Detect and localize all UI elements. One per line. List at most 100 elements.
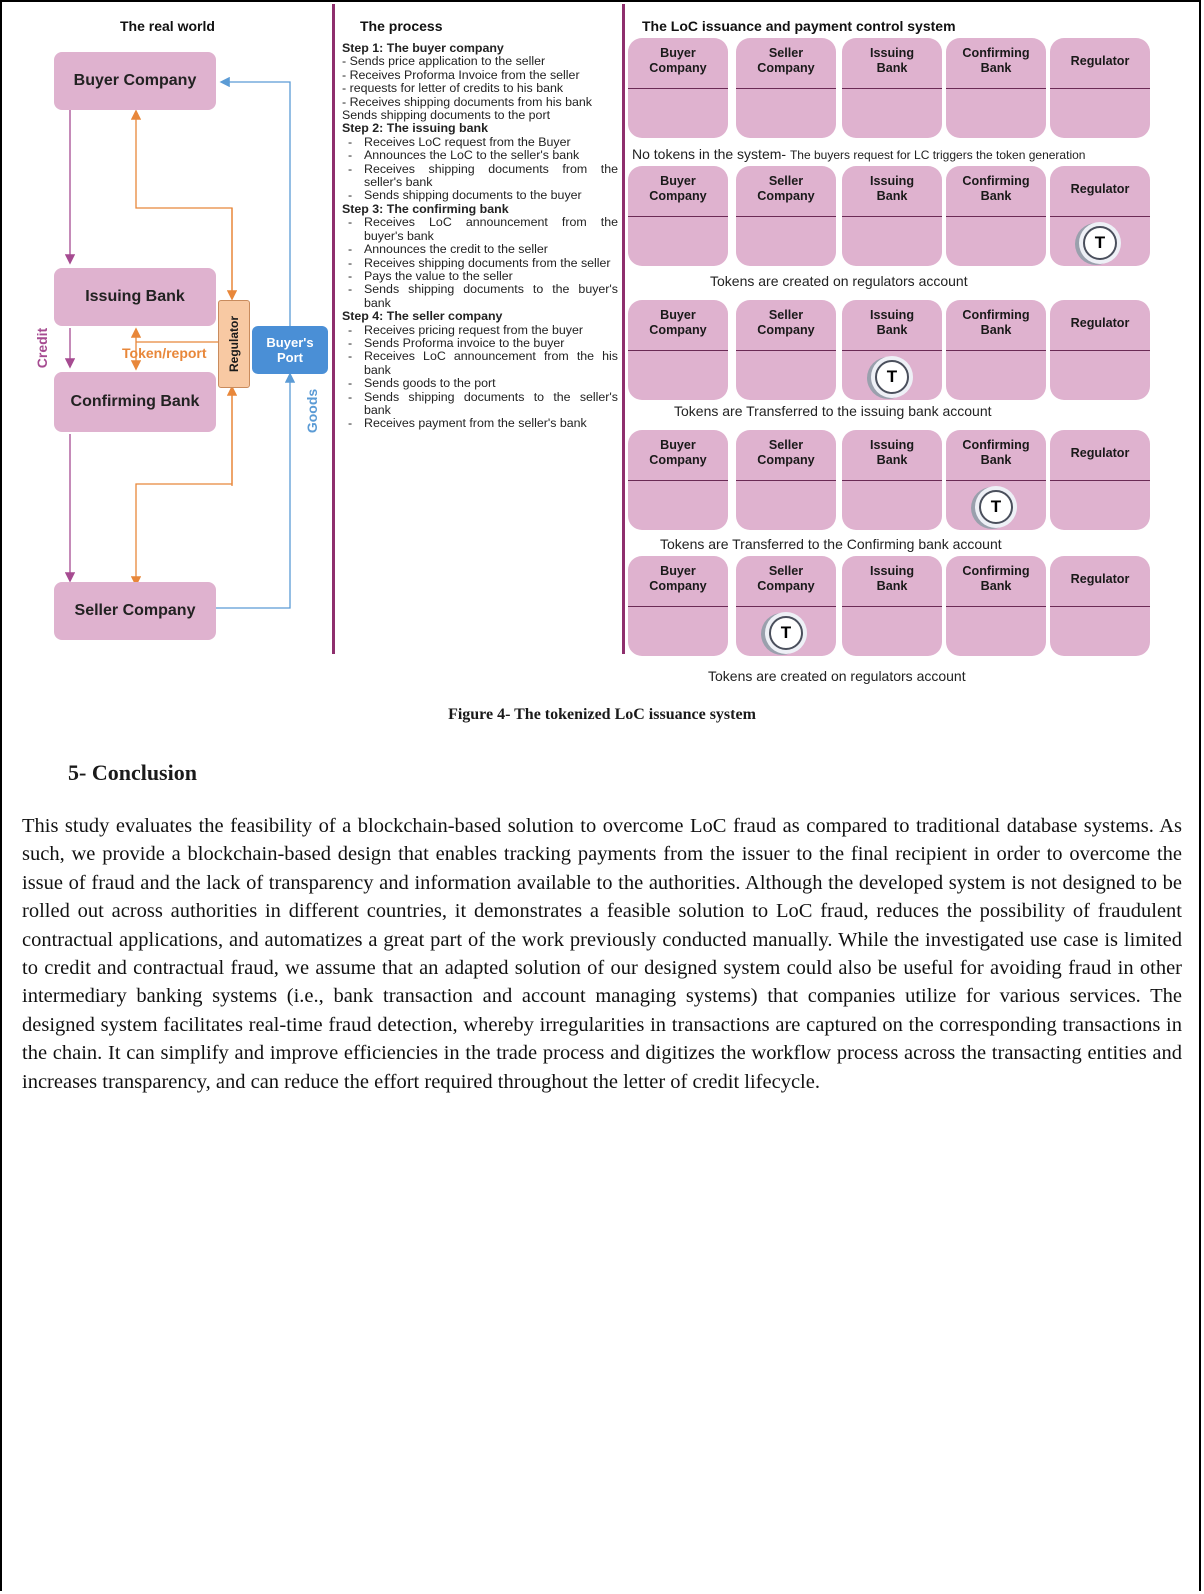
account-card-label: Issuing Bank	[869, 438, 915, 467]
account-card-divider	[1050, 216, 1150, 217]
account-card: Buyer Company	[628, 556, 728, 656]
step-2-title: Step 2: The issuing bank	[342, 121, 488, 136]
account-card-label: Buyer Company	[649, 308, 707, 337]
account-card-divider	[842, 480, 942, 481]
account-card-divider	[628, 216, 728, 217]
step-2-item: Announces the LoC to the seller's bank	[342, 148, 618, 163]
account-card: Issuing Bank	[842, 166, 942, 266]
step-4-item: Receives payment from the seller's bank	[342, 416, 618, 431]
column-separator	[332, 4, 335, 654]
step-3-title: Step 3: The confirming bank	[342, 201, 509, 216]
account-card: Seller Company	[736, 300, 836, 400]
row-5-caption: Tokens are created on regulators account	[708, 668, 966, 684]
step-4-title: Step 4: The seller company	[342, 309, 503, 324]
section-title: 5- Conclusion	[68, 760, 197, 785]
account-card-label: Buyer Company	[649, 174, 707, 203]
buyers-port-line1: Buyer's	[266, 335, 314, 350]
account-card: Buyer Company	[628, 430, 728, 530]
account-card-label: Buyer Company	[649, 438, 707, 467]
step-3-item: Sends shipping documents to the buyer's …	[342, 283, 618, 310]
buyer-company-box: Buyer Company	[54, 52, 216, 110]
account-card-label: Seller Company	[757, 308, 815, 337]
account-card-label: Seller Company	[757, 46, 815, 75]
account-card: Confirming Bank	[946, 556, 1046, 656]
account-card-divider	[946, 350, 1046, 351]
account-card-divider	[1050, 606, 1150, 607]
account-card: Confirming Bank	[946, 300, 1046, 400]
account-card-divider	[842, 216, 942, 217]
regulator-box: Regulator	[218, 300, 250, 388]
account-card: Regulator	[1050, 430, 1150, 530]
account-card-label: Regulator	[1070, 181, 1130, 196]
process-text: Step 1: The buyer company - Sends price …	[342, 41, 618, 431]
column-separator	[622, 4, 625, 654]
account-card: Confirming Bank	[946, 38, 1046, 138]
step-3-item: Pays the value to the seller	[342, 269, 618, 284]
account-card: Buyer Company	[628, 300, 728, 400]
token-icon: T	[871, 356, 913, 398]
account-card: Seller Company	[736, 38, 836, 138]
account-card-label: Issuing Bank	[869, 174, 915, 203]
step-3-item: Receives shipping documents from the sel…	[342, 256, 618, 271]
account-card: Buyer Company	[628, 166, 728, 266]
account-card-divider	[946, 88, 1046, 89]
token-letter: T	[1083, 226, 1117, 260]
token-letter: T	[979, 490, 1013, 524]
step-1-title: Step 1: The buyer company	[342, 41, 504, 55]
step-1-line: - Sends price application to the seller	[342, 54, 546, 69]
account-card-divider	[628, 480, 728, 481]
token-icon: T	[1079, 222, 1121, 264]
account-card-divider	[736, 606, 836, 607]
account-card-label: Confirming Bank	[962, 308, 1030, 337]
token-report-flow	[130, 109, 238, 587]
goods-flow	[214, 76, 296, 609]
account-card: Regulator	[1050, 38, 1150, 138]
goods-label: Goods	[304, 388, 321, 434]
confirming-bank-box: Confirming Bank	[54, 372, 216, 432]
step-1-line: - Receives shipping documents from his b…	[342, 94, 592, 109]
buyers-port-box: Buyer's Port	[252, 326, 328, 374]
account-card-label: Confirming Bank	[962, 174, 1030, 203]
account-card-label: Seller Company	[757, 438, 815, 467]
figure-caption: Figure 4- The tokenized LoC issuance sys…	[448, 706, 756, 723]
account-card-divider	[736, 216, 836, 217]
account-card-label: Confirming Bank	[962, 564, 1030, 593]
real-world-arrows	[64, 76, 296, 609]
account-card-divider	[1050, 480, 1150, 481]
account-card-divider	[1050, 88, 1150, 89]
account-card-divider	[736, 350, 836, 351]
step-1-line: - Receives Proforma Invoice from the sel…	[342, 67, 580, 82]
step-4-item: Receives LoC announcement from the his b…	[342, 350, 618, 377]
account-card-label: Issuing Bank	[869, 564, 915, 593]
account-card-label: Seller Company	[757, 174, 815, 203]
buyers-port-line2: Port	[277, 350, 303, 365]
credit-label: Credit	[34, 327, 51, 369]
loc-system-header: The LoC issuance and payment control sys…	[642, 18, 956, 34]
account-card: Regulator	[1050, 556, 1150, 656]
account-card: Buyer Company	[628, 38, 728, 138]
token-report-label: Token/report	[122, 345, 207, 361]
account-card-divider	[842, 606, 942, 607]
account-card: Seller Company	[736, 166, 836, 266]
account-card-label: Regulator	[1070, 53, 1130, 68]
token-letter: T	[875, 360, 909, 394]
account-card-label: Issuing Bank	[869, 46, 915, 75]
step-2-item: Receives shipping documents from the sel…	[342, 162, 618, 190]
step-4-item: Sends shipping documents to the seller's…	[342, 390, 618, 418]
account-card-divider	[628, 350, 728, 351]
account-card: Confirming Bank	[946, 166, 1046, 266]
step-4-item: Receives pricing request from the buyer	[342, 323, 618, 338]
row-1-caption-main: No tokens in the system-	[632, 146, 790, 162]
account-card-divider	[946, 606, 1046, 607]
account-card: Issuing Bank	[842, 556, 942, 656]
account-card: Issuing Bank	[842, 430, 942, 530]
row-3-caption: Tokens are Transferred to the issuing ba…	[674, 403, 992, 419]
account-card-divider	[946, 480, 1046, 481]
account-card-label: Confirming Bank	[962, 46, 1030, 75]
step-3-item: Receives LoC announcement from the buyer…	[342, 216, 618, 243]
